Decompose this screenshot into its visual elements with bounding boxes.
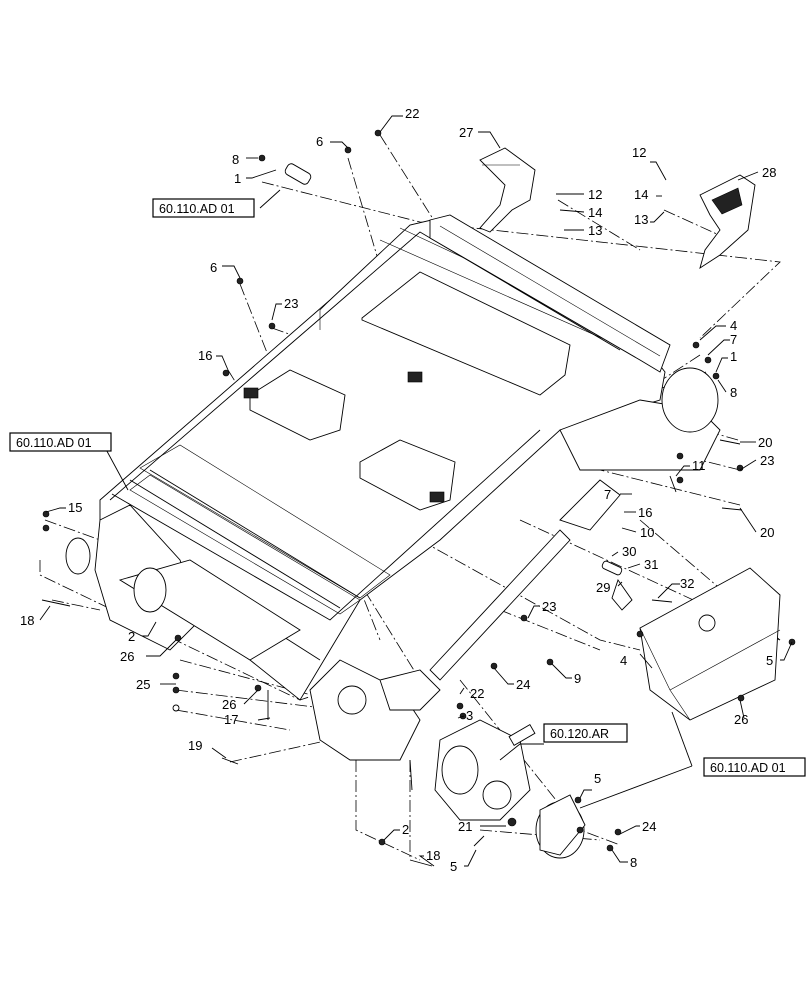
frame-assembly bbox=[65, 214, 721, 761]
callout-2: 2 bbox=[128, 629, 135, 644]
top-roller bbox=[429, 214, 671, 373]
callout-32: 32 bbox=[680, 576, 694, 591]
reference-label: 60.110.AD 01 bbox=[710, 761, 786, 775]
callout-20: 20 bbox=[758, 435, 772, 450]
callout-16: 16 bbox=[638, 505, 652, 520]
callout-17: 17 bbox=[224, 712, 238, 727]
guard-ring bbox=[535, 794, 586, 859]
callout-7: 7 bbox=[730, 332, 737, 347]
callout-23: 23 bbox=[284, 296, 298, 311]
right-side-plate bbox=[309, 659, 421, 761]
reference-boxes: 60.110.AD 01 60.110.AD 01 60.120.AR 60.1… bbox=[9, 198, 806, 777]
gear-housing bbox=[379, 669, 441, 711]
shield-28 bbox=[699, 174, 756, 270]
access-panel-3 bbox=[361, 271, 571, 396]
callout-9: 9 bbox=[574, 671, 581, 686]
callout-8: 8 bbox=[630, 855, 637, 870]
callout-25: 25 bbox=[136, 677, 150, 692]
callout-14: 14 bbox=[588, 205, 602, 220]
reference-label: 60.120.AR bbox=[550, 727, 609, 741]
callout-24: 24 bbox=[516, 677, 530, 692]
reference-box-top[interactable]: 60.110.AD 01 bbox=[152, 198, 255, 218]
callout-5: 5 bbox=[450, 859, 457, 874]
left-bearing bbox=[65, 537, 91, 575]
callout-27: 27 bbox=[459, 125, 473, 140]
reference-box-bottom-right[interactable]: 60.110.AD 01 bbox=[703, 757, 806, 777]
callout-12: 12 bbox=[588, 187, 602, 202]
callout-22: 22 bbox=[405, 106, 419, 121]
decal-3 bbox=[243, 387, 259, 399]
access-panel-1 bbox=[249, 369, 346, 441]
decal-1 bbox=[407, 371, 423, 383]
callout-labels: 22 6 8 1 27 12 14 13 12 14 13 28 6 23 16… bbox=[20, 106, 776, 874]
callout-22: 22 bbox=[470, 686, 484, 701]
callout-18: 18 bbox=[20, 613, 34, 628]
drive-shaft bbox=[429, 529, 571, 681]
reference-box-left[interactable]: 60.110.AD 01 bbox=[9, 432, 112, 452]
right-bearing-cover bbox=[661, 367, 719, 433]
callout-24: 24 bbox=[642, 819, 656, 834]
callout-28: 28 bbox=[762, 165, 776, 180]
callout-30: 30 bbox=[622, 544, 636, 559]
shield-27 bbox=[479, 147, 536, 233]
side-shield bbox=[639, 567, 781, 721]
callout-13: 13 bbox=[634, 212, 648, 227]
callout-11: 11 bbox=[692, 458, 706, 473]
callout-15: 15 bbox=[68, 500, 82, 515]
callout-29: 29 bbox=[596, 580, 610, 595]
shaft-coupling bbox=[559, 479, 621, 531]
callout-8: 8 bbox=[232, 152, 239, 167]
callout-1: 1 bbox=[234, 171, 241, 186]
callout-2: 2 bbox=[402, 822, 409, 837]
callout-23: 23 bbox=[760, 453, 774, 468]
callout-19: 19 bbox=[188, 738, 202, 753]
reference-label: 60.110.AD 01 bbox=[159, 202, 235, 216]
reference-label: 60.110.AD 01 bbox=[16, 436, 92, 450]
callout-16: 16 bbox=[198, 348, 212, 363]
right-plate-hub bbox=[337, 685, 367, 715]
callout-21: 21 bbox=[458, 819, 472, 834]
callout-14: 14 bbox=[634, 187, 648, 202]
callout-8: 8 bbox=[730, 385, 737, 400]
callout-13: 13 bbox=[588, 223, 602, 238]
callout-5: 5 bbox=[766, 653, 773, 668]
callout-12: 12 bbox=[632, 145, 646, 160]
callout-6: 6 bbox=[210, 260, 217, 275]
callout-26: 26 bbox=[222, 697, 236, 712]
callout-26: 26 bbox=[120, 649, 134, 664]
callout-31: 31 bbox=[644, 557, 658, 572]
callout-1: 1 bbox=[730, 349, 737, 364]
gearbox bbox=[434, 719, 536, 821]
callout-5: 5 bbox=[594, 771, 601, 786]
decal-2 bbox=[429, 491, 445, 503]
callout-20: 20 bbox=[760, 525, 774, 540]
hardware bbox=[41, 129, 796, 867]
callout-7: 7 bbox=[604, 487, 611, 502]
callout-23: 23 bbox=[542, 599, 556, 614]
left-roller-end bbox=[133, 567, 167, 613]
callout-4: 4 bbox=[620, 653, 627, 668]
leader-lines bbox=[39, 115, 793, 867]
callout-26: 26 bbox=[734, 712, 748, 727]
callout-4: 4 bbox=[730, 318, 737, 333]
callout-18: 18 bbox=[426, 848, 440, 863]
callout-3: 3 bbox=[466, 708, 473, 723]
callout-10: 10 bbox=[640, 525, 654, 540]
callout-6: 6 bbox=[316, 134, 323, 149]
reference-box-gearbox[interactable]: 60.120.AR bbox=[543, 723, 628, 743]
